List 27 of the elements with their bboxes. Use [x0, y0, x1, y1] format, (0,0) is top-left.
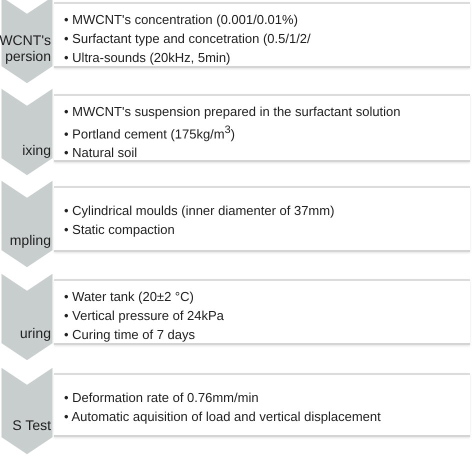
chevron-step: [0, 365, 54, 456]
chevron-step: [0, 178, 54, 269]
step-label: ixing: [21, 142, 51, 158]
bullet-text: • Cylindrical moulds (inner diamenter of 37mm): [64, 202, 334, 220]
chevron-step: [0, 0, 54, 85]
bullet-text: • Ultra-sounds (20kHz, 5min): [64, 49, 230, 67]
bullet-text: • MWCNT's suspension prepared in the surfactant solution: [64, 103, 401, 121]
bullet-text: • Automatic aquisition of load and vertical displacement: [64, 408, 381, 426]
bullet-text: • Curing time of 7 days: [64, 326, 195, 344]
bullet-text: • Natural soil: [64, 144, 138, 162]
bullet-text: • Vertical pressure of 24kPa: [64, 307, 224, 325]
bullet-text: • Portland cement (175kg/m$^{3}$): [64, 123, 236, 144]
step-label: S Test: [11, 417, 51, 433]
bullet-text: • Surfactant type and concetration (0.5/1/2/: [64, 30, 311, 48]
step-label: mpling: [8, 232, 51, 248]
step-label: uring: [18, 325, 51, 341]
detail-panel: [54, 2, 470, 68]
bullet-text: • MWCNT's concentration (0.001/0.01%): [64, 11, 298, 29]
detail-panel: [54, 373, 470, 437]
detail-panel: [54, 94, 470, 162]
chevron-step: [0, 271, 54, 362]
detail-panel: [54, 279, 470, 345]
chevron-step: [0, 86, 54, 177]
bullet-text: • Water tank (20±2 °C): [64, 288, 194, 306]
bullet-text: • Static compaction: [64, 221, 175, 239]
bullet-text: • Deformation rate of 0.76mm/min: [64, 389, 259, 407]
detail-panel: [54, 186, 470, 252]
